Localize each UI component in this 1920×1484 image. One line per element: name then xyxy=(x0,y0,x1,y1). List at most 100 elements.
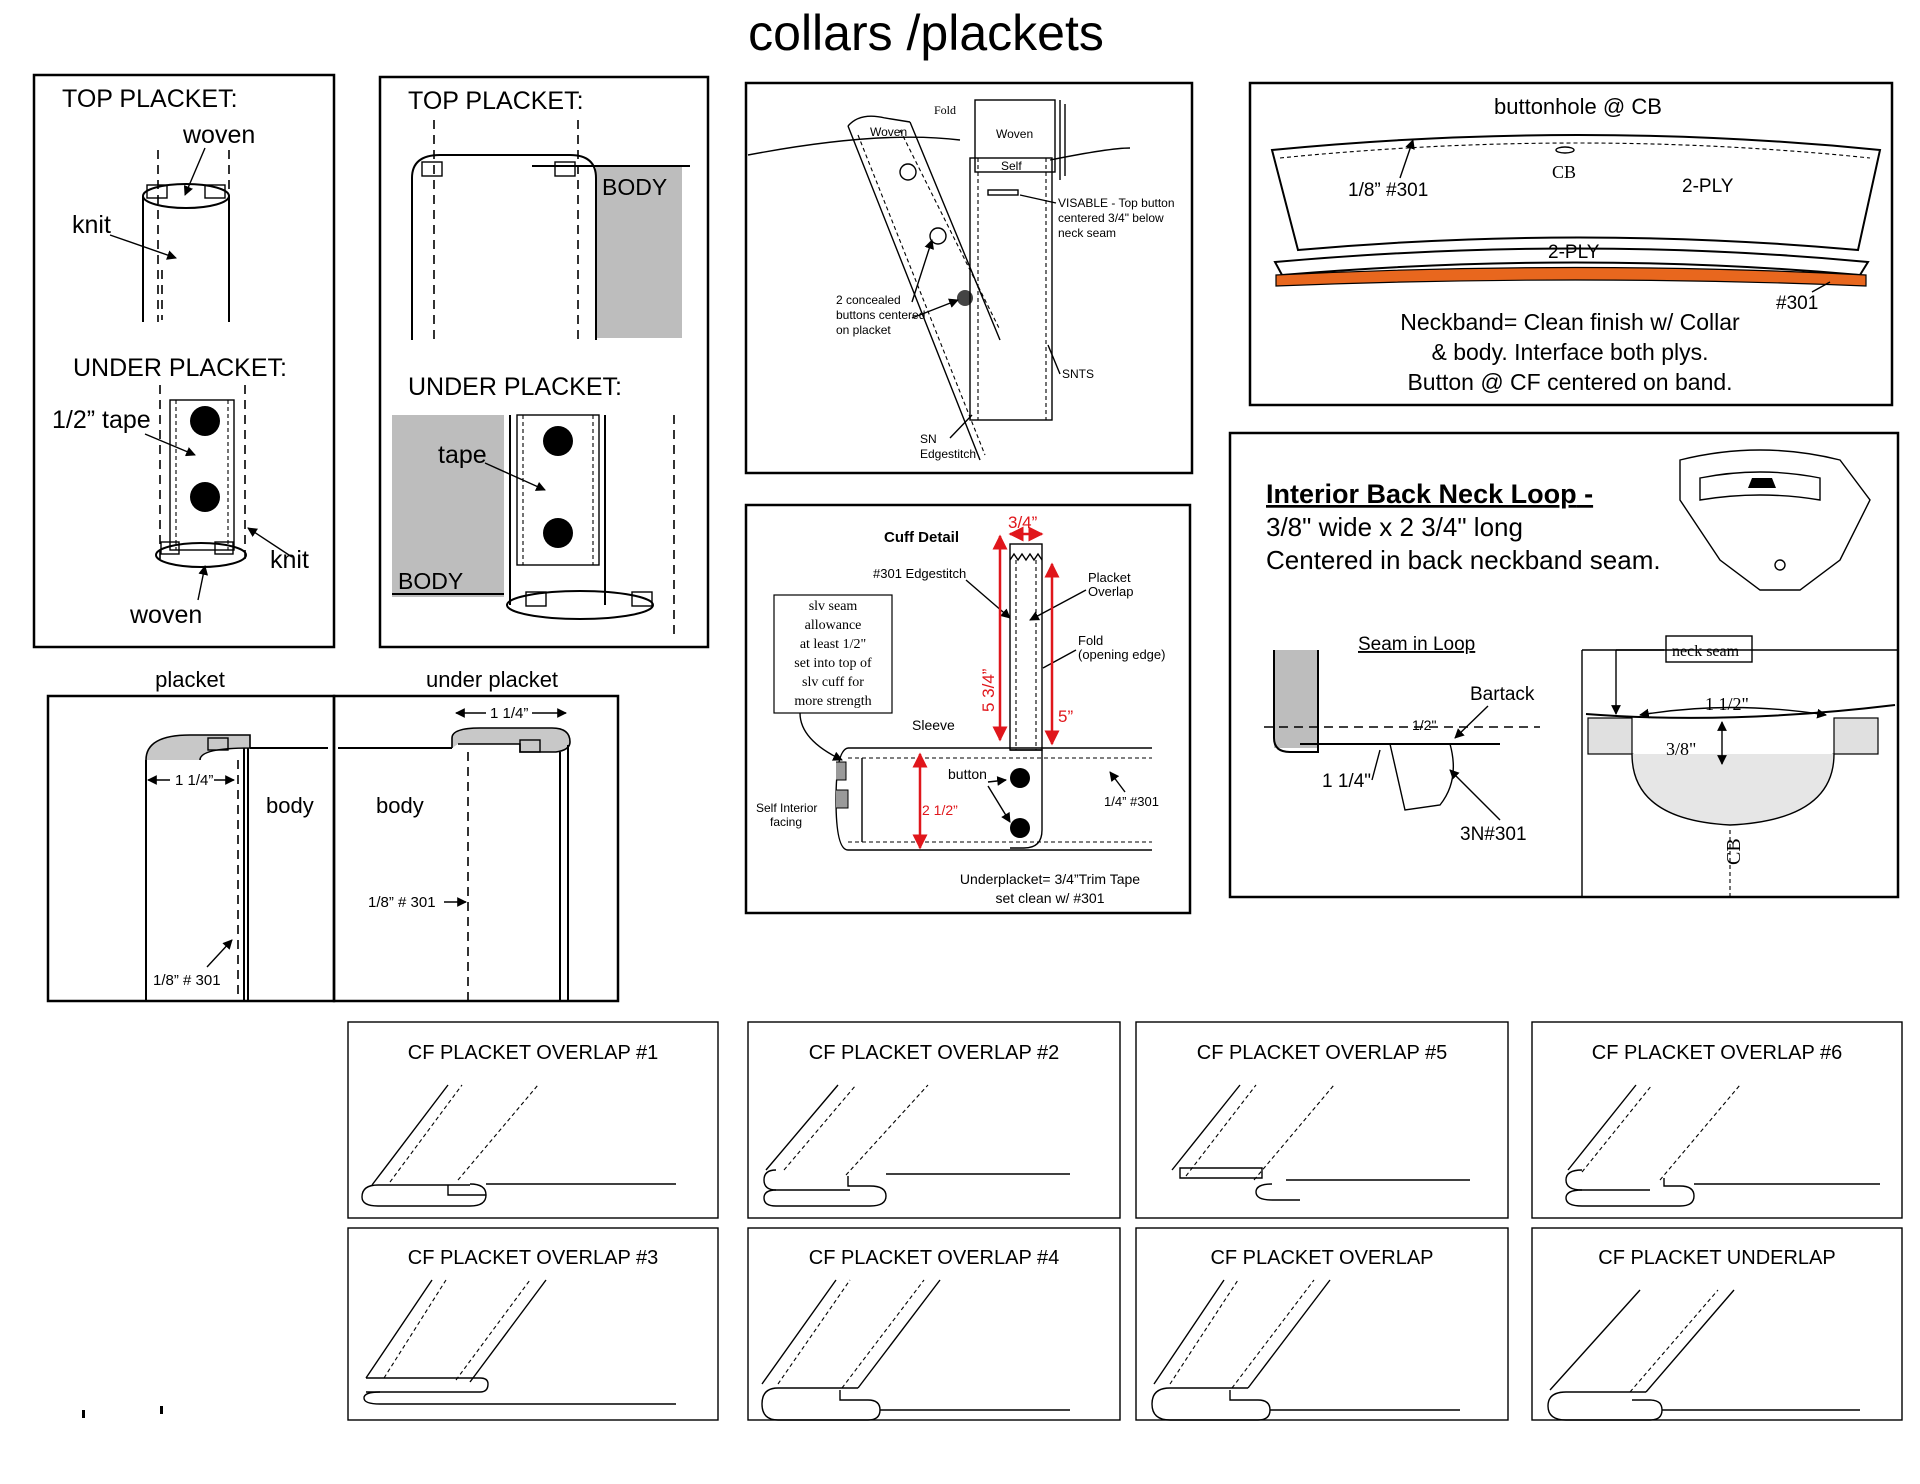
self-label: Self xyxy=(1001,159,1022,173)
stitch-label: 1/8” # 301 xyxy=(368,894,436,911)
seam-in-loop-label: Seam in Loop xyxy=(1358,634,1475,655)
stitch-3n-label: 3N#301 xyxy=(1460,824,1527,845)
stitch-label-left: 1/8” #301 xyxy=(1348,180,1428,201)
card-title: CF PLACKET OVERLAP #2 xyxy=(809,1042,1059,1064)
card-title: CF PLACKET UNDERLAP xyxy=(1598,1247,1835,1269)
underlap-card: CF PLACKET UNDERLAP xyxy=(1531,1227,1903,1421)
body-fill-top xyxy=(596,166,682,338)
five-three-quarter-label: 5 3/4” xyxy=(979,668,998,712)
three-eighths-label: 3/8" xyxy=(1666,739,1696,759)
one-half-label: 1 1/2" xyxy=(1705,694,1749,714)
bartack-label: Bartack xyxy=(1470,684,1535,705)
under-placket-label: under placket xyxy=(426,667,558,692)
sleeve-label: Sleeve xyxy=(912,717,955,733)
card-title: CF PLACKET OVERLAP #1 xyxy=(408,1042,658,1064)
card-title: CF PLACKET OVERLAP #6 xyxy=(1592,1042,1842,1064)
cb-label: CB xyxy=(1552,162,1576,182)
panel-frame xyxy=(32,73,336,649)
placket-width-label: 1 1/4” xyxy=(175,772,213,789)
panel-knit-woven-placket: TOP PLACKET: woven knit UNDER PLACKET: 1… xyxy=(32,73,336,649)
placket-overlap-2: Overlap xyxy=(1088,584,1134,599)
overlap-card-plain: CF PLACKET OVERLAP xyxy=(1135,1227,1509,1421)
body-label-bottom: BODY xyxy=(398,568,463,594)
body-label: body xyxy=(266,793,314,818)
panel-neck-loop: Interior Back Neck Loop - 3/8" wide x 2 … xyxy=(1228,431,1900,899)
self-interior-1: Self Interior xyxy=(756,801,817,815)
button-label: button xyxy=(948,766,987,782)
neck-loop-title: Interior Back Neck Loop - xyxy=(1266,479,1593,509)
panel-concealed-placket: Fold Woven Woven Self VISABLE - Top butt… xyxy=(744,81,1194,475)
seam-note-6: more strength xyxy=(794,694,871,709)
concealed-note-3: on placket xyxy=(836,323,891,337)
overlap-card-6: CF PLACKET OVERLAP #6 xyxy=(1531,1021,1903,1219)
overlap-card-4: CF PLACKET OVERLAP #4 xyxy=(747,1227,1121,1421)
overlap-cards-grid: CF PLACKET OVERLAP #1 CF PLACKET OVERLAP… xyxy=(347,1021,1903,1421)
visable-note-1: VISABLE - Top button xyxy=(1058,196,1175,210)
fold-label: Fold xyxy=(934,103,956,117)
three-quarter-label: 3/4” xyxy=(1008,513,1038,532)
visable-note-2: centered 3/4" below xyxy=(1058,211,1164,225)
concealed-note-1: 2 concealed xyxy=(836,293,901,307)
panel-frame xyxy=(378,75,710,649)
overlap-card-3: CF PLACKET OVERLAP #3 xyxy=(347,1227,719,1421)
stitch-301-label: #301 xyxy=(1776,293,1818,314)
half-inch-label: 1/2" xyxy=(1412,717,1436,733)
seam-note-4: set into top of xyxy=(794,656,872,671)
two-ply-label-band: 2-PLY xyxy=(1548,242,1600,263)
visable-note-3: neck seam xyxy=(1058,226,1116,240)
card-title: CF PLACKET OVERLAP xyxy=(1210,1247,1433,1269)
underplacket-note-1: Underplacket= 3/4”Trim Tape xyxy=(960,871,1140,887)
under-placket-heading: UNDER PLACKET: xyxy=(408,373,622,401)
panel-neckband: buttonhole @ CB CB 1/8” #301 2-PLY 2-PLY… xyxy=(1248,81,1894,407)
woven-label-top: woven xyxy=(182,121,255,149)
woven-label-bottom: woven xyxy=(129,601,202,629)
buttonhole-icon xyxy=(1555,146,1575,154)
body-label: body xyxy=(376,793,424,818)
fold-note-2: (opening edge) xyxy=(1078,647,1165,662)
panel-cuff-detail: Cuff Detail 3/4” #301 Edgestitch Placket… xyxy=(744,503,1192,915)
tape-label: tape xyxy=(438,441,487,469)
seam-note-2: allowance xyxy=(805,618,862,633)
stitch-label: 1/8” # 301 xyxy=(153,972,221,989)
knit-label-bottom: knit xyxy=(270,546,309,574)
underplacket-note-2: set clean w/ #301 xyxy=(996,890,1105,906)
overlap-card-5: CF PLACKET OVERLAP #5 xyxy=(1135,1021,1509,1219)
panel-frame xyxy=(1228,431,1900,899)
five-label: 5” xyxy=(1058,707,1073,726)
under-placket-heading: UNDER PLACKET: xyxy=(73,354,287,382)
panel-frame xyxy=(1248,81,1894,407)
woven-left-label: Woven xyxy=(870,125,907,139)
top-placket-heading: TOP PLACKET: xyxy=(408,87,584,115)
body-label-top: BODY xyxy=(602,174,667,200)
concealed-note-2: buttons centered xyxy=(836,308,925,322)
neck-loop-line-2: Centered in back neckband seam. xyxy=(1266,545,1661,575)
placket-overlap-1: Placket xyxy=(1088,570,1131,585)
woven-right-label: Woven xyxy=(996,127,1033,141)
overlap-card-1: CF PLACKET OVERLAP #1 xyxy=(347,1021,719,1219)
collar-sketch xyxy=(1679,449,1871,591)
fold-note-1: Fold xyxy=(1078,633,1103,648)
neckband-orange-seam xyxy=(1275,266,1867,287)
panel-under-placket: under placket 1 1/4” body 1/8” # 301 xyxy=(332,667,620,1003)
panel-frame xyxy=(744,81,1194,475)
buttonhole-label: buttonhole @ CB xyxy=(1494,94,1662,119)
tape-label: 1/2” tape xyxy=(52,406,151,434)
card-title: CF PLACKET OVERLAP #3 xyxy=(408,1247,658,1269)
page-title: collars /plackets xyxy=(748,5,1104,61)
stray-mark xyxy=(160,1406,163,1414)
self-interior-2: facing xyxy=(770,815,802,829)
panel-body-placket: TOP PLACKET: BODY UNDER PLACKET: BODY ta… xyxy=(378,75,710,649)
panel-frame xyxy=(744,503,1192,915)
snts-label: SNTS xyxy=(1062,367,1094,381)
neckband-note-2: & body. Interface both plys. xyxy=(1431,339,1708,365)
stitch-301-label: 1/4” #301 xyxy=(1104,794,1159,809)
top-placket-heading: TOP PLACKET: xyxy=(62,85,238,113)
seam-note-3: at least 1/2" xyxy=(800,637,866,652)
collar-shape xyxy=(1270,134,1882,252)
knit-label-top: knit xyxy=(72,211,111,239)
neckband-note-3: Button @ CF centered on band. xyxy=(1407,369,1732,395)
two-half-label: 2 1/2” xyxy=(922,802,958,818)
one-quarter-label: 1 1/4" xyxy=(1322,771,1371,792)
seam-note-5: slv cuff for xyxy=(802,675,864,690)
